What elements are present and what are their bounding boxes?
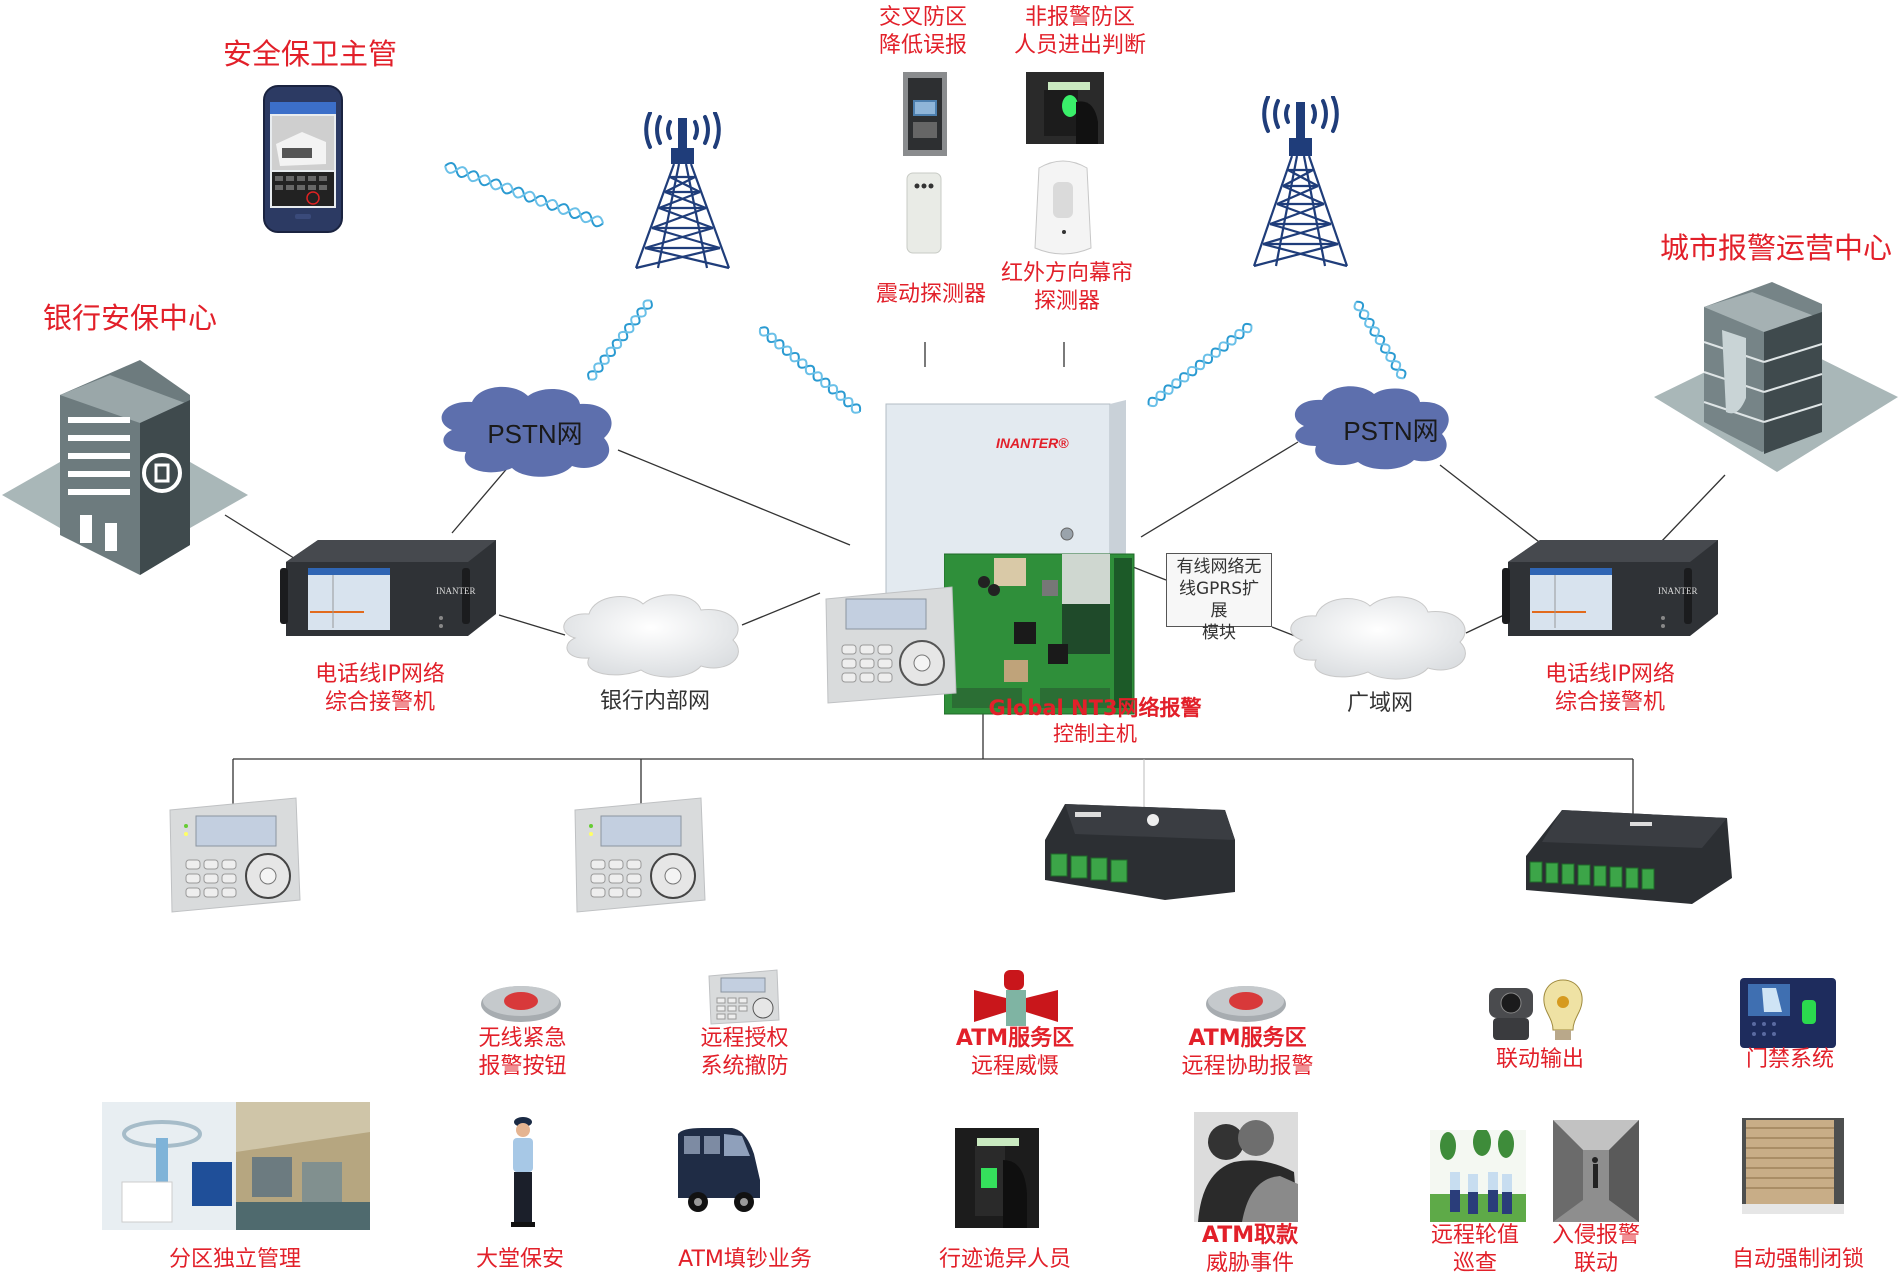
city-alarm-center-building-icon bbox=[1654, 282, 1898, 472]
threat-icon bbox=[1194, 1112, 1298, 1222]
label-security-chief: 安全保卫主管 bbox=[222, 37, 397, 71]
label-bank-security-center: 银行安保中心 bbox=[42, 301, 217, 335]
line-bank-to-receiver bbox=[224, 514, 306, 566]
label-receiver-left: 电话线IP网络 综合接警机 bbox=[315, 662, 445, 715]
feature-intrusion-linkage: 入侵报警 联动 bbox=[1551, 1223, 1640, 1276]
cell-tower-icon bbox=[634, 112, 731, 270]
pstn-cloud-left bbox=[441, 386, 612, 477]
cabinet-brand: INANTER® bbox=[996, 435, 1069, 451]
feature-access-control: 门禁系统 bbox=[1745, 1047, 1834, 1072]
feature-remote-disarm: 远程授权 系统撤防 bbox=[700, 1026, 789, 1079]
wan-cloud bbox=[1290, 596, 1466, 680]
line-receiver-to-pstn-left bbox=[451, 464, 511, 534]
gprs-module-box: 有线网络无 线GPRS扩展 模块 bbox=[1166, 553, 1272, 643]
label-receiver-right: 电话线IP网络 综合接警机 bbox=[1545, 662, 1675, 715]
bank-intranet-label: 银行内部网 bbox=[599, 689, 710, 714]
siren-icon bbox=[974, 970, 1058, 1026]
feature-linkage-output: 联动输出 bbox=[1495, 1047, 1584, 1072]
label-city-alarm-center: 城市报警运营中心 bbox=[1659, 231, 1892, 265]
line-gprs-to-wan bbox=[1271, 626, 1296, 637]
feature-lobby-guard: 大堂保安 bbox=[475, 1247, 564, 1272]
bus-keypad-2-icon bbox=[574, 797, 706, 913]
atm-motion-icon bbox=[1026, 72, 1104, 144]
ir-curtain-detector-icon bbox=[1034, 160, 1092, 255]
bank-intranet-cloud bbox=[563, 594, 739, 678]
wireless-wave-icon bbox=[587, 299, 653, 381]
guard-icon bbox=[511, 1117, 535, 1227]
smartphone-icon bbox=[263, 85, 343, 233]
label-vibration-detector: 震动探测器 bbox=[875, 282, 986, 307]
wireless-wave-icon bbox=[1147, 322, 1253, 408]
wan-label: 广域网 bbox=[1346, 691, 1413, 716]
alarm-receiver-left-icon: INANTER bbox=[280, 540, 496, 636]
wireless-wave-icon bbox=[1353, 300, 1407, 380]
keypad-main-icon bbox=[825, 586, 957, 704]
panic-button-icon bbox=[1206, 986, 1286, 1022]
line-pstn-left-to-host bbox=[617, 449, 851, 546]
receiver-brand: INANTER bbox=[1658, 586, 1698, 596]
label-control-host: Global NT3网络报警 控制主机 bbox=[988, 696, 1202, 747]
keypad-icon bbox=[708, 969, 780, 1025]
feature-atm-cash-replenishment: ATM填钞业务 bbox=[678, 1247, 812, 1272]
panic-button-icon bbox=[481, 986, 561, 1022]
cell-tower-icon bbox=[1252, 96, 1349, 268]
feature-wireless-panic-button: 无线紧急 报警按钮 bbox=[478, 1026, 567, 1079]
line-gprs-to-board bbox=[1132, 566, 1167, 581]
intrusion-icon bbox=[1553, 1120, 1639, 1222]
line-wan-to-receiver bbox=[1465, 614, 1505, 634]
line-pstn-right-to-receiver bbox=[1439, 464, 1544, 546]
expander-4-zone-icon bbox=[1045, 804, 1235, 900]
line-pstn-right-to-host bbox=[1140, 441, 1299, 538]
patrol-icon bbox=[1430, 1130, 1526, 1222]
label-ir-curtain-detector: 红外方向幕帘 探测器 bbox=[1000, 261, 1133, 314]
bank-hall-icon bbox=[102, 1102, 370, 1230]
feature-remote-patrol: 远程轮值 巡查 bbox=[1430, 1223, 1519, 1276]
wireless-wave-icon bbox=[758, 326, 862, 414]
feature-atm-remote-assist-alarm: ATM服务区 远程协助报警 bbox=[1181, 1026, 1314, 1079]
feature-atm-threat-event: ATM取款 威胁事件 bbox=[1201, 1223, 1299, 1276]
feature-auto-lockdown: 自动强制闭锁 bbox=[1731, 1247, 1864, 1272]
cash-van-icon bbox=[678, 1128, 760, 1212]
feature-suspicious-person: 行迹诡异人员 bbox=[938, 1247, 1071, 1272]
wireless-wave-icon bbox=[444, 162, 604, 228]
circuit-board-icon bbox=[944, 553, 1135, 715]
line-receiver-to-city-center bbox=[1659, 474, 1726, 544]
pstn-right-label: PSTN网 bbox=[1343, 416, 1439, 446]
pstn-cloud-right bbox=[1294, 386, 1449, 470]
atm-machine-icon bbox=[903, 72, 947, 156]
expander-8-zone-icon bbox=[1526, 810, 1732, 904]
line-receiver-to-intranet bbox=[498, 614, 566, 636]
camera-bulb-icon bbox=[1489, 979, 1583, 1040]
bank-building-icon bbox=[2, 360, 248, 575]
shutter-icon bbox=[1742, 1118, 1844, 1214]
feature-atm-remote-deterrence: ATM服务区 远程威慑 bbox=[955, 1026, 1075, 1079]
receiver-brand: INANTER bbox=[436, 586, 476, 596]
label-cross-zone: 交叉防区 降低误报 bbox=[878, 5, 967, 58]
alarm-receiver-right-icon: INANTER bbox=[1502, 540, 1718, 636]
bus-keypad-1-icon bbox=[169, 797, 301, 913]
line-intranet-to-host bbox=[741, 592, 821, 626]
access-control-icon bbox=[1740, 978, 1836, 1048]
pstn-left-label: PSTN网 bbox=[487, 419, 583, 449]
vibration-detector-icon bbox=[906, 172, 942, 254]
label-non-alarm-zone: 非报警防区 人员进出判断 bbox=[1013, 5, 1146, 58]
feature-zone-management: 分区独立管理 bbox=[168, 1247, 301, 1272]
atm-suspect-icon bbox=[955, 1128, 1039, 1228]
